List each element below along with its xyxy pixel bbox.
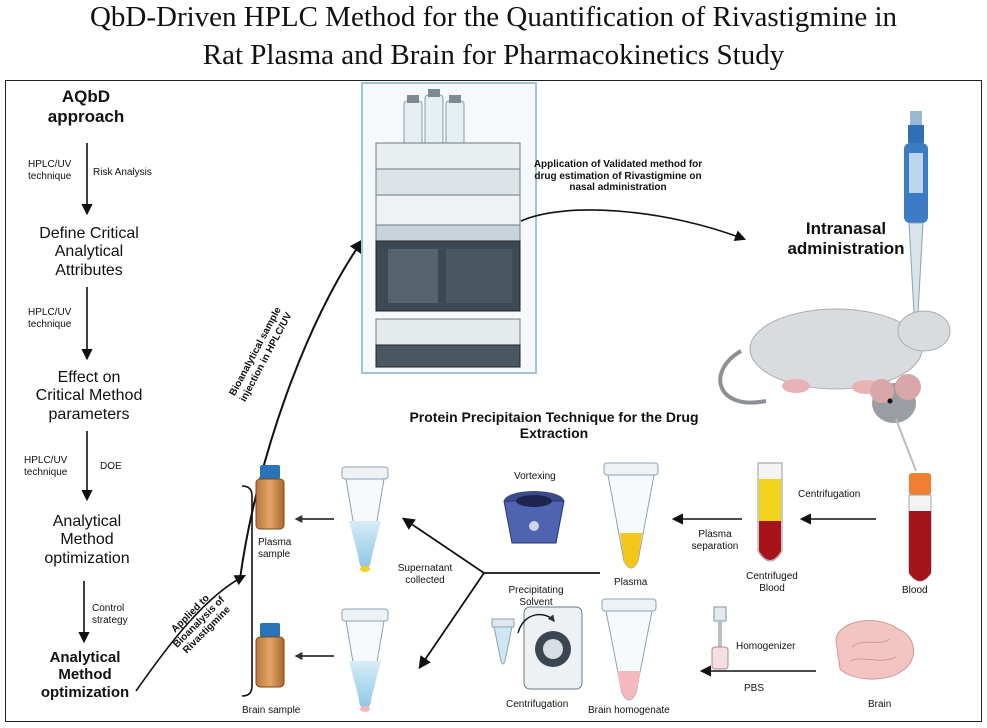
plasma-sample-line-1: Plasma	[258, 537, 292, 548]
arrow-to-plasma-tube	[401, 517, 485, 574]
centrifuged-blood-label: Centrifuged Blood	[732, 571, 812, 594]
sample-bracket	[241, 485, 253, 697]
title-line-1: QbD-Driven HPLC Method for the Quantific…	[89, 1, 898, 33]
diagram-canvas	[78, 82, 951, 712]
homogenizer-icon	[711, 606, 729, 670]
brain-homogenate-label: Brain homogenate	[588, 705, 670, 716]
centrifugation-top-label: Centrifugation	[798, 489, 861, 500]
precipitating-solvent-line-2: Solvent	[519, 596, 553, 608]
node-method-optimization-line-2: Method	[60, 531, 114, 549]
centrifuged-blood-tube-icon	[757, 462, 783, 562]
homogenizer-label: Homogenizer	[736, 641, 796, 652]
step1-technique-line-2: technique	[28, 170, 72, 182]
hplc-instrument-icon	[361, 82, 537, 374]
plasma-separation-line-2: separation	[691, 540, 739, 552]
node-method-optimization: Analytical Method optimization	[12, 513, 162, 568]
precipitating-solvent-label: Precipitating Solvent	[496, 585, 576, 608]
application-curve-arrow	[520, 209, 747, 242]
vortexer-icon	[503, 491, 565, 544]
left-flow-arrows	[78, 143, 93, 644]
node-final-optimization-line-1: Analytical	[49, 649, 121, 666]
plasma-tube-icon	[603, 462, 659, 569]
brain-supernatant-tube-icon	[341, 608, 389, 712]
blood-tube-icon	[908, 473, 932, 582]
ppt-heading-line-2: Extraction	[519, 425, 589, 442]
step3-technique-line-1: HPLC/UV	[24, 455, 68, 466]
process-arrows	[294, 513, 876, 677]
node-method-optimization-line-3: optimization	[44, 549, 130, 567]
node-method-optimization-line-1: Analytical	[52, 513, 122, 530]
node-final-optimization-line-2: Method	[58, 666, 112, 684]
plasma-sample-line-2: sample	[258, 548, 291, 560]
plasma-vial-icon	[255, 465, 285, 530]
step1-tool-label: Risk Analysis	[93, 167, 152, 178]
aqbd-heading-line-2: approach	[47, 106, 125, 126]
vortexing-label: Vortexing	[514, 471, 556, 482]
centrifugation-bottom-label: Centrifugation	[506, 699, 569, 710]
precipitating-solvent-tube-icon	[491, 618, 515, 665]
step1-technique-line-1: HPLC/UV	[28, 159, 72, 170]
node-final-optimization-line-3: optimization	[40, 683, 130, 701]
arrow-to-brain-tube	[418, 572, 485, 670]
application-label-line-3: nasal administration	[569, 182, 667, 193]
node-define-caa-line-2: Analytical	[54, 243, 124, 261]
intranasal-label-line-1: Intranasal	[805, 219, 887, 238]
aqbd-heading-line-1: AQbD	[61, 87, 111, 106]
step2-technique-label: HPLC/UV technique	[28, 307, 71, 330]
node-final-optimization: Analytical Method optimization	[10, 649, 160, 701]
ppt-heading: Protein Precipitaion Technique for the D…	[384, 409, 724, 441]
blood-label: Blood	[902, 585, 928, 596]
node-effect-cmp-line-3: parameters	[48, 405, 130, 423]
brain-label: Brain	[868, 699, 892, 710]
node-define-caa: Define Critical Analytical Attributes	[14, 225, 164, 280]
application-label-line-1: Application of Validated method for	[533, 159, 703, 170]
precipitating-solvent-line-1: Precipitating	[508, 585, 564, 596]
plasma-label: Plasma	[614, 577, 648, 588]
step2-technique-line-2: technique	[28, 318, 72, 330]
step3-technique-line-2: technique	[24, 466, 68, 478]
ppt-heading-line-1: Protein Precipitaion Technique for the D…	[409, 409, 699, 425]
plasma-supernatant-tube-icon	[341, 466, 389, 572]
centrifuged-blood-line-2: Blood	[759, 582, 785, 594]
step3-technique-label: HPLC/UV technique	[24, 455, 67, 478]
supernatant-branch	[401, 517, 600, 670]
node-effect-cmp-line-2: Critical Method	[35, 387, 143, 405]
applied-curve-arrow	[135, 574, 246, 692]
brain-sample-label: Brain sample	[242, 705, 301, 716]
brain-vial-icon	[255, 623, 285, 688]
pbs-label: PBS	[744, 683, 765, 694]
plasma-separation-label: Plasma separation	[680, 529, 750, 552]
node-effect-cmp-line-1: Effect on	[57, 369, 121, 386]
supernatant-label: Supernatant collected	[390, 563, 460, 586]
application-label: Application of Validated method for drug…	[518, 159, 718, 194]
centrifuge-icon	[517, 606, 583, 690]
title-line-2: Rat Plasma and Brain for Pharmacokinetic…	[202, 39, 785, 71]
pipette-icon	[904, 111, 928, 314]
mouse-head-icon	[870, 374, 921, 472]
node-define-caa-line-1: Define Critical	[39, 225, 139, 242]
graphical-abstract-panel: AQbD approach HPLC/UV technique Risk Ana…	[5, 80, 982, 722]
step4-tool-line-2: strategy	[92, 614, 128, 626]
intranasal-label: Intranasal administration	[776, 219, 916, 258]
step2-technique-line-1: HPLC/UV	[28, 307, 72, 318]
intranasal-label-line-2: administration	[787, 238, 905, 258]
supernatant-line-1: Supernatant	[397, 563, 453, 574]
aqbd-heading: AQbD approach	[36, 87, 136, 126]
plasma-separation-line-1: Plasma	[698, 529, 732, 540]
step4-tool-label: Control strategy	[92, 603, 128, 626]
brain-homogenate-tube-icon	[601, 598, 657, 701]
centrifuged-blood-line-1: Centrifuged	[746, 571, 798, 582]
plasma-sample-label: Plasma sample	[258, 537, 291, 560]
injection-curve-arrow	[239, 238, 364, 580]
step4-tool-line-1: Control	[92, 603, 125, 614]
brain-icon	[835, 620, 914, 680]
step3-tool-label: DOE	[100, 461, 122, 472]
supernatant-line-2: collected	[405, 574, 445, 586]
step1-technique-label: HPLC/UV technique	[28, 159, 71, 182]
node-effect-cmp: Effect on Critical Method parameters	[14, 369, 164, 424]
rat-icon	[718, 308, 951, 405]
node-define-caa-line-3: Attributes	[55, 261, 123, 279]
application-label-line-2: drug estimation of Rivastigmine on	[534, 170, 702, 182]
